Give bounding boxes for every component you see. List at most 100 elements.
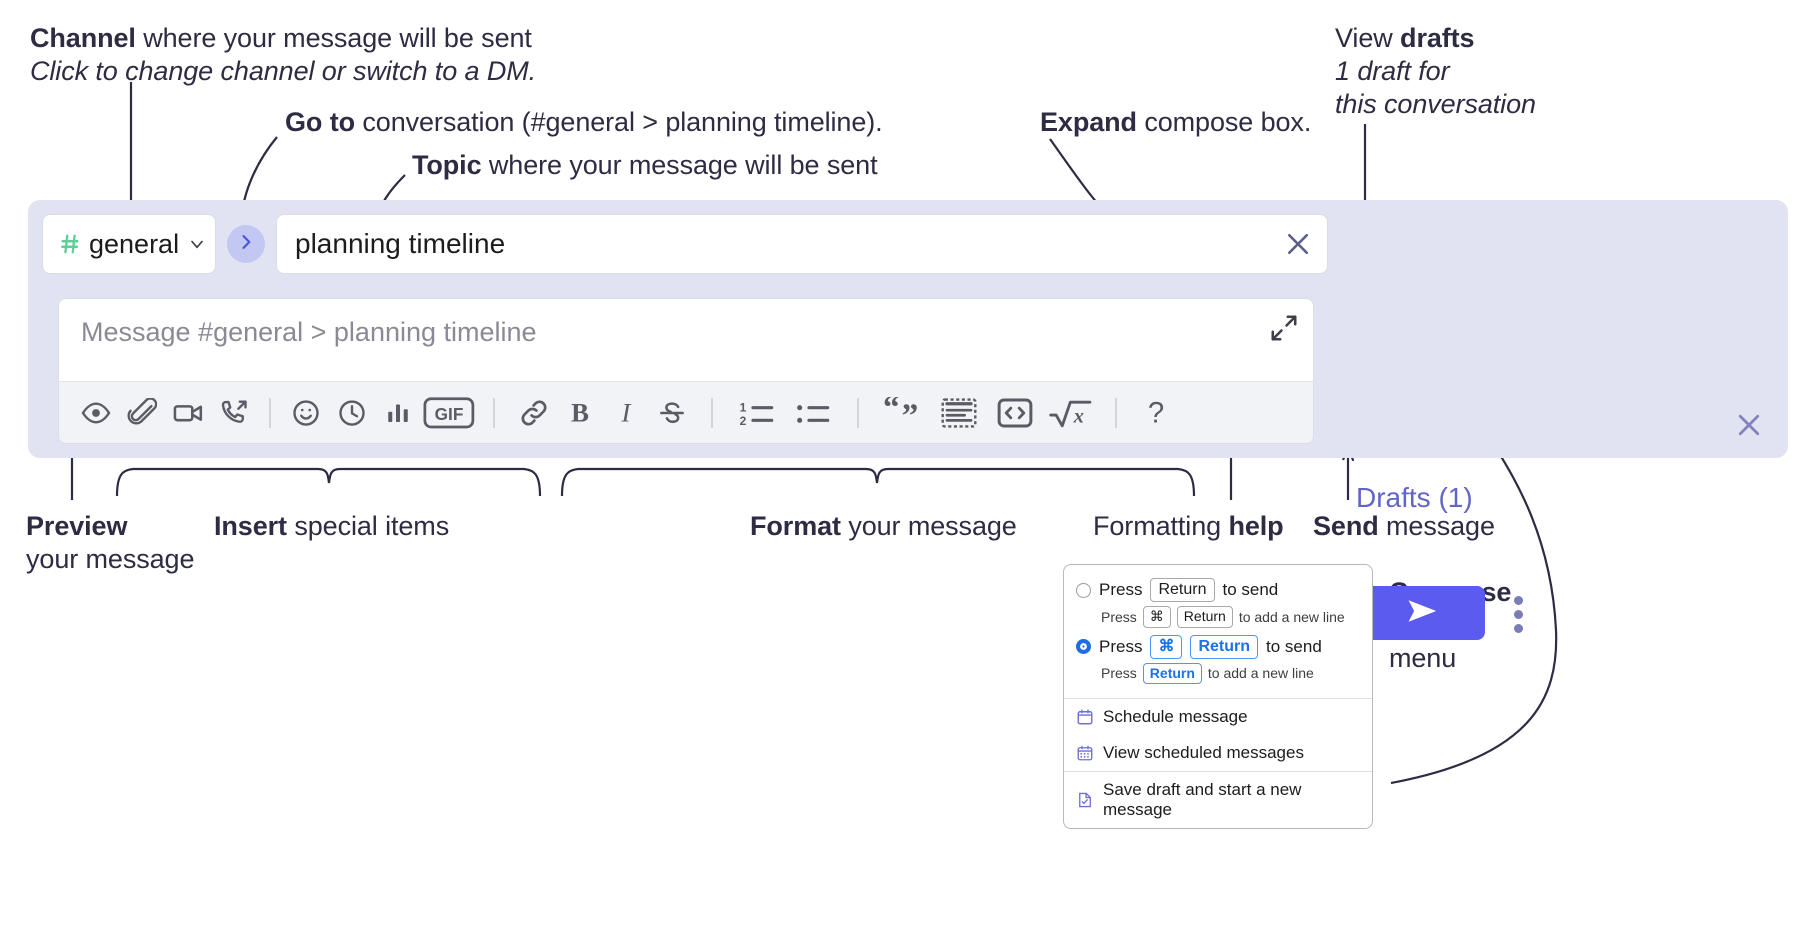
compose-panel: general planning timeline [28, 200, 1788, 640]
menu-item-view-scheduled-messages[interactable]: View scheduled messages [1064, 735, 1372, 771]
message-box: Message #general > planning timeline [58, 298, 1314, 444]
menu-item-save-draft[interactable]: Save draft and start a new message [1064, 772, 1372, 828]
kebab-dot [1513, 623, 1523, 633]
radio-selected-icon[interactable] [1076, 639, 1091, 654]
annotation-help-bold: help [1228, 511, 1284, 541]
key-command: ⌘ [1150, 634, 1183, 659]
message-input[interactable]: Message #general > planning timeline [81, 317, 537, 347]
clear-topic-icon[interactable] [1283, 229, 1313, 259]
svg-text:”: ” [902, 397, 919, 429]
menu-divider [1064, 771, 1372, 772]
send-arrow-icon [1403, 592, 1441, 635]
ordered-list-icon[interactable]: 1 2 [729, 391, 785, 435]
option1-sub-pre: Press [1101, 608, 1137, 625]
key-return: Return [1176, 606, 1233, 628]
annotation-goto-bold: Go to [285, 107, 355, 137]
option-press-cmd-return-to-send[interactable]: Press ⌘ Return to send [1076, 632, 1360, 661]
channel-selector[interactable]: general [42, 214, 216, 274]
close-compose-button[interactable] [1734, 410, 1764, 440]
radio-unselected-icon[interactable] [1076, 582, 1091, 598]
goto-conversation-button[interactable] [227, 225, 265, 263]
annotation-insert-bold: Insert [214, 511, 287, 541]
annotation-channel: Channel where your message will be sent … [30, 22, 536, 88]
annotation-expand-rest: compose box. [1136, 107, 1312, 137]
paperclip-icon[interactable] [119, 391, 165, 435]
annotation-topic-rest: where your message will be sent [481, 150, 878, 180]
compose-header-row: general planning timeline [42, 214, 1328, 274]
bold-icon[interactable]: B [557, 391, 603, 435]
key-return: Return [1190, 634, 1259, 659]
expand-compose-button[interactable] [1269, 313, 1299, 343]
formatting-toolbar: GIF B [59, 381, 1313, 443]
menu-divider [1064, 698, 1372, 699]
question-mark-icon[interactable]: ? [1133, 391, 1179, 435]
svg-text:x: x [1073, 405, 1084, 427]
option2-sub-pre: Press [1101, 665, 1137, 682]
annotation-drafts: View drafts 1 draft for this conversatio… [1335, 22, 1536, 121]
svg-text:“: “ [883, 397, 900, 426]
math-sqrt-icon[interactable]: x [1043, 391, 1099, 435]
option2-pre: Press [1099, 636, 1143, 656]
menu-item-label: Save draft and start a new message [1103, 780, 1302, 819]
video-camera-icon[interactable] [165, 391, 211, 435]
option-press-return-to-send[interactable]: Press Return to send [1076, 575, 1360, 604]
menu-item-label: View scheduled messages [1103, 743, 1304, 762]
bulleted-list-icon[interactable] [785, 391, 841, 435]
key-command: ⌘ [1142, 606, 1171, 628]
annotation-topic-bold: Topic [412, 150, 482, 180]
calendar-grid-icon [1076, 744, 1094, 762]
blockquote-icon[interactable]: “ ” [875, 391, 931, 435]
annotation-preview: Preview your message [26, 510, 226, 576]
annotation-preview-bold: Preview [26, 511, 128, 541]
annotation-drafts-bold: drafts [1400, 23, 1475, 53]
chevron-right-icon [236, 232, 256, 257]
send-shortcut-options: Press Return to send Press ⌘ Return to a… [1064, 565, 1372, 698]
option2-sub-post: to add a new line [1207, 665, 1314, 682]
bar-chart-icon[interactable] [375, 391, 421, 435]
send-message-button[interactable] [1359, 586, 1485, 640]
italic-icon[interactable]: I [603, 391, 649, 435]
toolbar-divider [857, 397, 859, 428]
option1-pre: Press [1099, 580, 1143, 599]
compose-options-menu: Press Return to send Press ⌘ Return to a… [1063, 564, 1373, 829]
kebab-dot [1513, 595, 1523, 605]
inline-code-icon[interactable] [987, 391, 1043, 435]
option1-post: to send [1222, 580, 1279, 599]
key-return: Return [1150, 578, 1215, 602]
annotation-channel-sub: Click to change channel or switch to a D… [30, 55, 537, 86]
bold-letter: B [571, 397, 589, 427]
annotation-drafts-sub1: 1 draft for [1335, 55, 1450, 86]
gif-icon[interactable]: GIF [421, 391, 477, 435]
channel-name-label: general [89, 228, 180, 259]
svg-text:?: ? [1148, 397, 1164, 429]
menu-item-label: Schedule message [1103, 707, 1248, 726]
code-block-icon[interactable] [931, 391, 987, 435]
annotation-goto: Go to conversation (#general > planning … [285, 106, 883, 139]
drafts-link[interactable]: Drafts (1) [1356, 482, 1473, 513]
toolbar-divider [1115, 397, 1117, 428]
option1-sub-post: to add a new line [1238, 608, 1345, 625]
emoji-smiley-icon[interactable] [283, 391, 329, 435]
toolbar-divider [711, 397, 713, 428]
annotation-format: Format your message [750, 510, 1017, 543]
annotation-preview-rest: your message [26, 543, 195, 574]
compose-inner: general planning timeline [42, 214, 1328, 444]
preview-eye-icon[interactable] [73, 391, 119, 435]
annotation-help: Formatting help [1093, 510, 1284, 543]
toolbar-divider [269, 397, 271, 428]
hash-icon [59, 231, 81, 257]
strikethrough-icon[interactable] [649, 391, 695, 435]
menu-item-schedule-message[interactable]: Schedule message [1064, 699, 1372, 735]
annotation-send-rest: message [1378, 511, 1495, 541]
compose-options-button[interactable] [1506, 592, 1530, 636]
topic-input[interactable]: planning timeline [276, 214, 1328, 274]
kebab-dot [1513, 609, 1523, 619]
phone-forward-icon[interactable] [211, 391, 257, 435]
clock-icon[interactable] [329, 391, 375, 435]
link-icon[interactable] [511, 391, 557, 435]
toolbar-divider [493, 397, 495, 428]
calendar-clock-icon [1076, 708, 1094, 726]
annotation-expand-bold: Expand [1040, 107, 1137, 137]
option2-post: to send [1266, 636, 1322, 656]
